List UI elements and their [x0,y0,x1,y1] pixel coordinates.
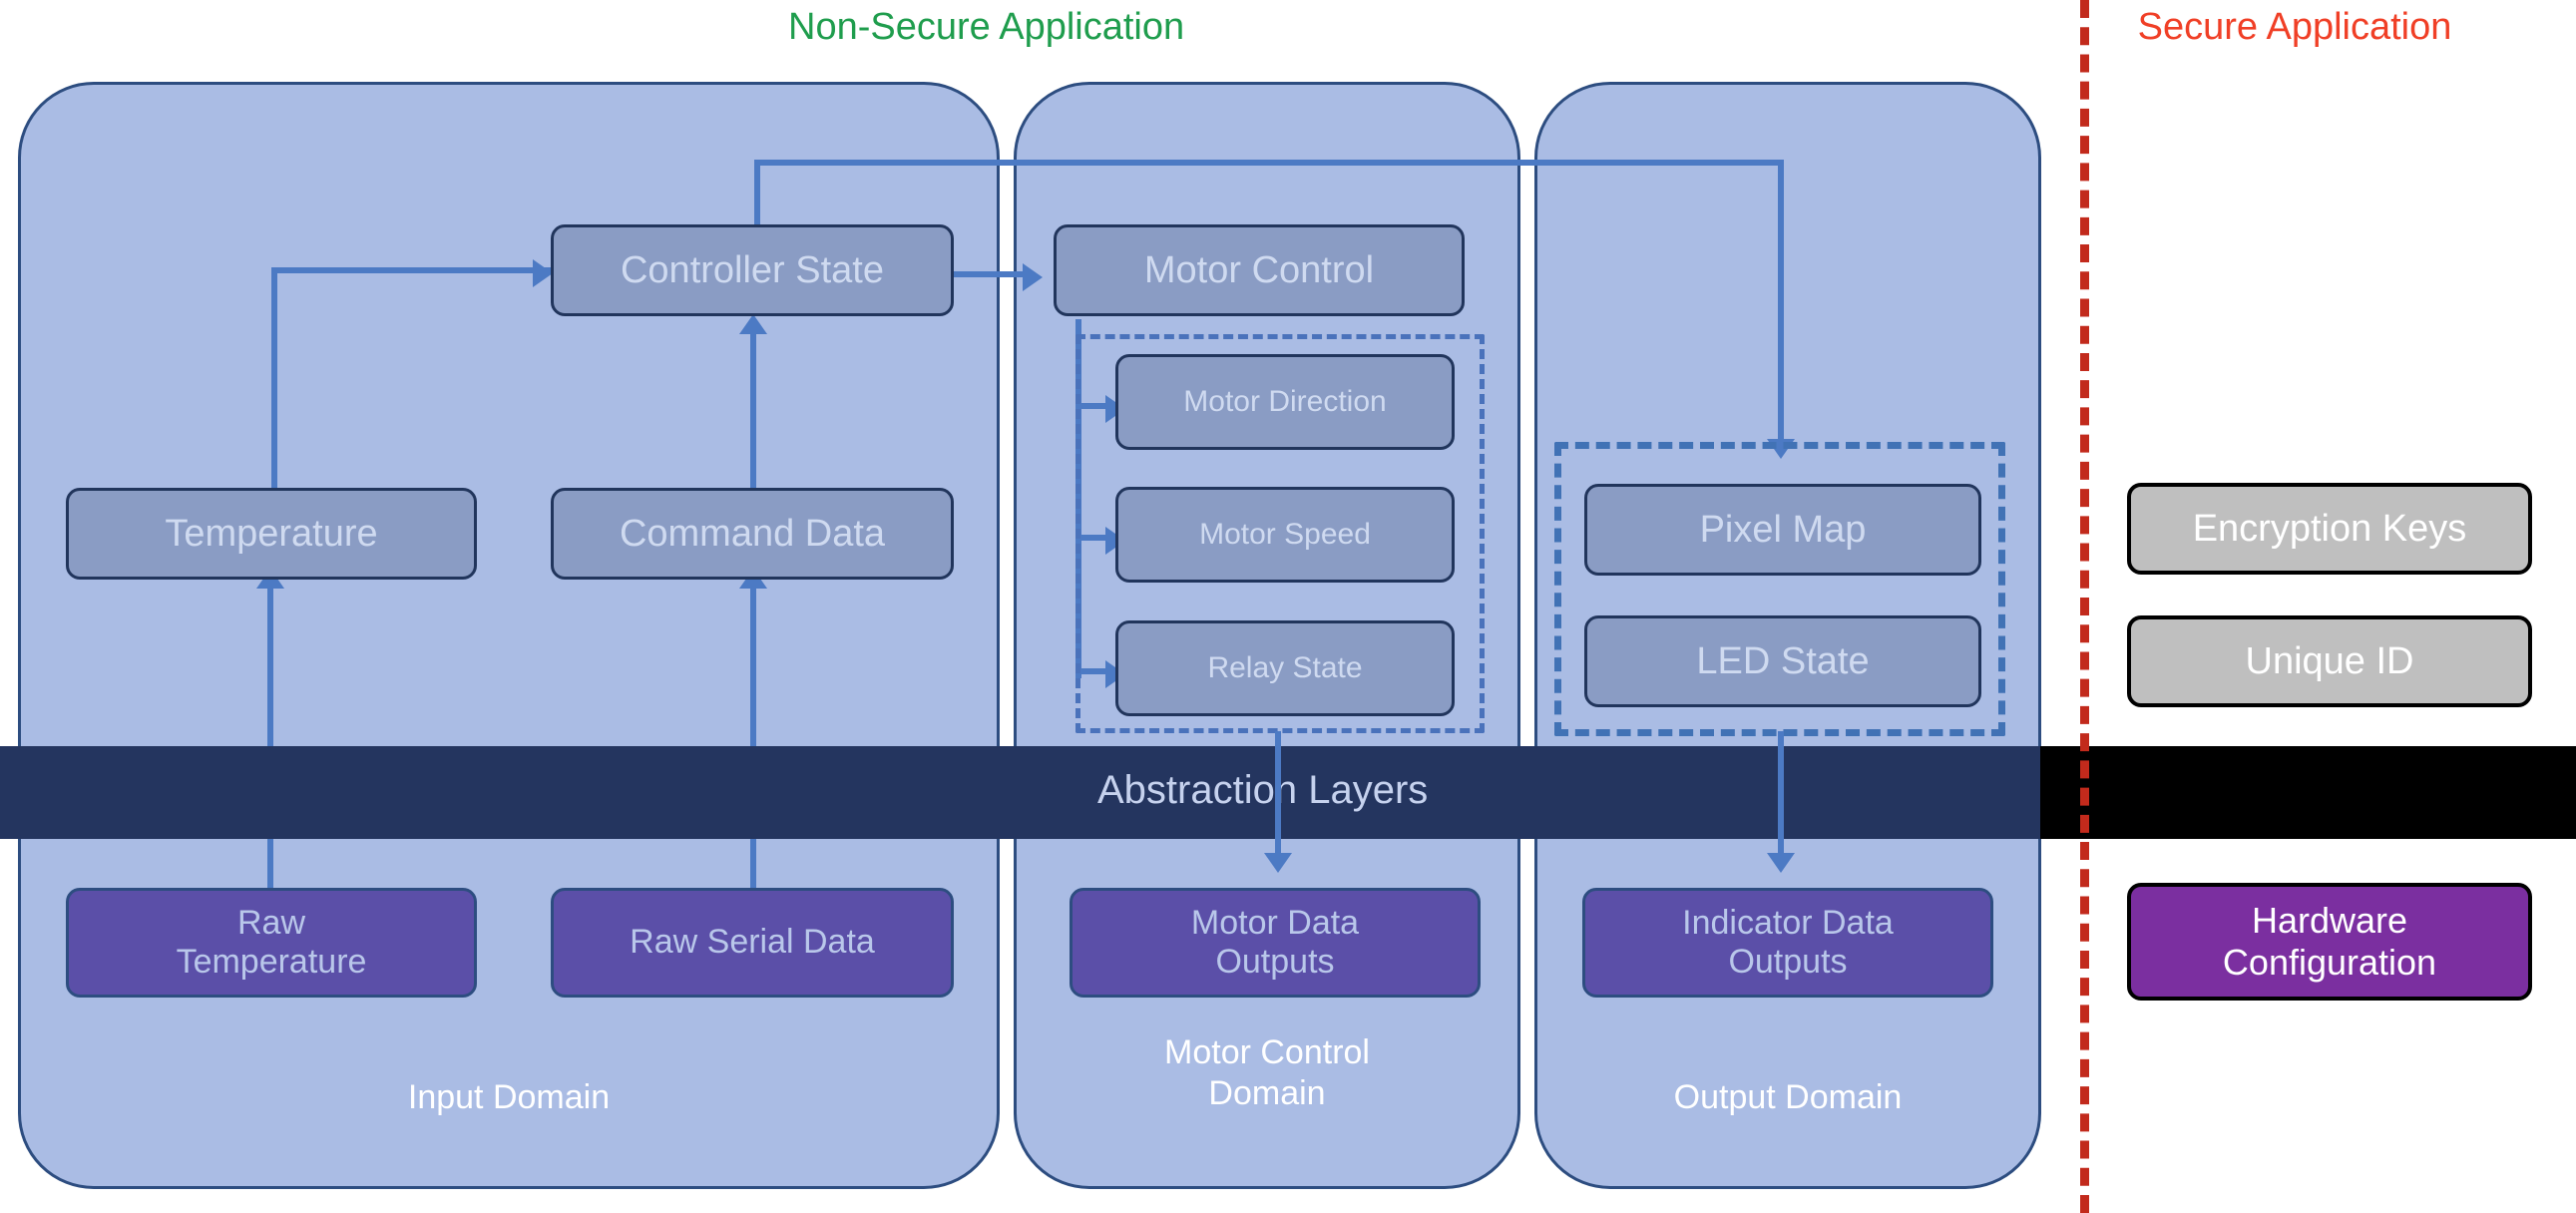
node-raw-serial-data[interactable]: Raw Serial Data [551,888,954,998]
abstraction-layer-band-secure [2040,746,2576,839]
connector-controllerstate-top-riser [754,160,760,239]
secure-application-title: Secure Application [2137,6,2452,48]
node-motor-control[interactable]: Motor Control [1054,224,1465,316]
connector-branch-motordirection [1075,403,1111,409]
node-relay-state[interactable]: Relay State [1115,620,1455,716]
arrowhead-motordataoutputs-in [1264,853,1292,873]
node-led-state[interactable]: LED State [1584,615,1981,707]
security-boundary-divider [2080,0,2089,1213]
connector-motorgroup-to-motordataoutputs [1275,731,1281,861]
arrowhead-controllerstate-left-in [533,259,553,287]
arrowhead-indicatordataoutputs-in [1767,853,1795,873]
connector-temperature-riser [271,267,277,492]
motor-signal-group [1075,334,1485,733]
connector-controllerstate-to-output-bus [754,160,1784,166]
connector-temperature-to-controllerstate [271,267,551,273]
node-motor-data-outputs[interactable]: Motor Data Outputs [1070,888,1481,998]
abstraction-layers-label: Abstraction Layers [1097,768,1429,812]
node-motor-direction[interactable]: Motor Direction [1115,354,1455,450]
connector-controllerstate-to-motorcontrol [953,271,1033,277]
node-temperature[interactable]: Temperature [66,488,477,580]
node-motor-speed[interactable]: Motor Speed [1115,487,1455,583]
node-unique-id[interactable]: Unique ID [2127,615,2532,707]
connector-output-bus-dropper [1778,160,1784,449]
node-hardware-configuration[interactable]: Hardware Configuration [2127,883,2532,1001]
node-indicator-data-outputs[interactable]: Indicator Data Outputs [1582,888,1993,998]
connector-rawtemp-to-temperature [267,574,273,893]
node-encryption-keys[interactable]: Encryption Keys [2127,483,2532,575]
output-domain-label: Output Domain [1673,1078,1903,1116]
connector-rawserial-to-commanddata [750,574,756,893]
connector-branch-motorspeed [1075,535,1111,541]
connector-outputgroup-to-indicatordataoutputs [1778,731,1784,861]
abstraction-layer-band [0,746,2040,839]
node-command-data[interactable]: Command Data [551,488,954,580]
node-raw-temperature[interactable]: Raw Temperature [66,888,477,998]
input-domain-label: Input Domain [407,1078,611,1116]
motor-control-domain-label: Motor Control Domain [1164,1033,1370,1113]
arrowhead-controllerstate-bottom-in [739,314,767,334]
connector-commanddata-to-controllerstate [750,319,756,499]
nonsecure-application-title: Non-Secure Application [788,6,1185,48]
node-controller-state[interactable]: Controller State [551,224,954,316]
arrowhead-motorcontrol-in [1023,263,1043,291]
connector-branch-relaystate [1075,668,1111,674]
node-pixel-map[interactable]: Pixel Map [1584,484,1981,576]
